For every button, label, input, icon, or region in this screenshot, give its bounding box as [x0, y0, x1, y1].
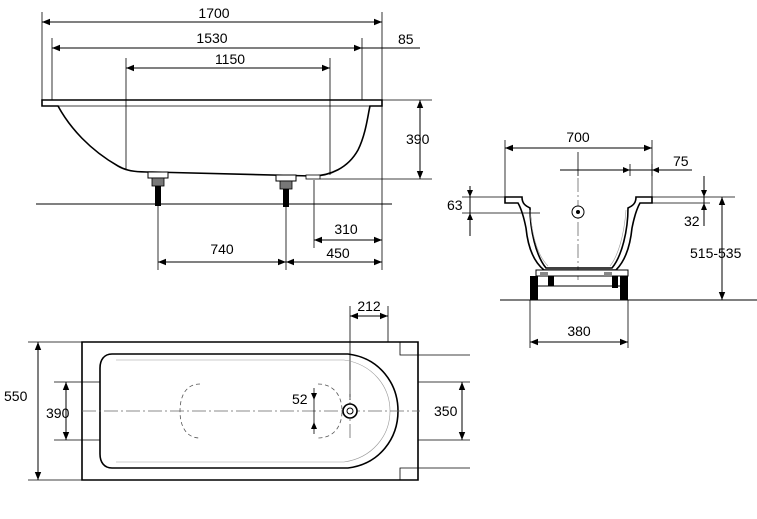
- label-rim-drop: 32: [684, 213, 700, 229]
- label-leg-end-offset: 450: [326, 245, 350, 261]
- label-inner-length: 1530: [196, 30, 227, 46]
- label-inner-width: 390: [46, 405, 70, 421]
- label-drain-from-end: 212: [357, 298, 381, 314]
- label-support-width: 350: [434, 403, 458, 419]
- label-flat-bottom-length: 1150: [215, 51, 245, 67]
- side-view: 1700 1530 85 1150 390 310 740 450: [36, 5, 432, 270]
- label-leg-width: 380: [567, 323, 591, 339]
- end-view: 700 75 63 32 515-535 380: [447, 129, 757, 348]
- side-leg-left: [147, 171, 169, 206]
- label-rim-offset: 85: [398, 31, 414, 47]
- side-leg-right: [275, 174, 297, 207]
- plan-outer-rim: [81, 341, 419, 481]
- label-rim-height: 63: [447, 197, 463, 213]
- plan-view: 212 550 390 52 350: [4, 298, 470, 481]
- label-height: 390: [406, 131, 430, 147]
- side-tub-outline: [41, 99, 383, 177]
- label-total-height: 515-535: [690, 245, 742, 261]
- label-overall-length: 1700: [198, 5, 229, 21]
- label-drain-offset: 310: [334, 221, 358, 237]
- label-end-drain-offset: 75: [673, 153, 689, 169]
- label-drain-diameter: 52: [292, 391, 308, 407]
- label-outer-width: 550: [4, 388, 28, 404]
- label-end-width: 700: [566, 129, 590, 145]
- plan-inner-basin: [99, 353, 399, 469]
- end-leg-frame: [530, 269, 629, 300]
- label-leg-spacing: 740: [210, 241, 234, 257]
